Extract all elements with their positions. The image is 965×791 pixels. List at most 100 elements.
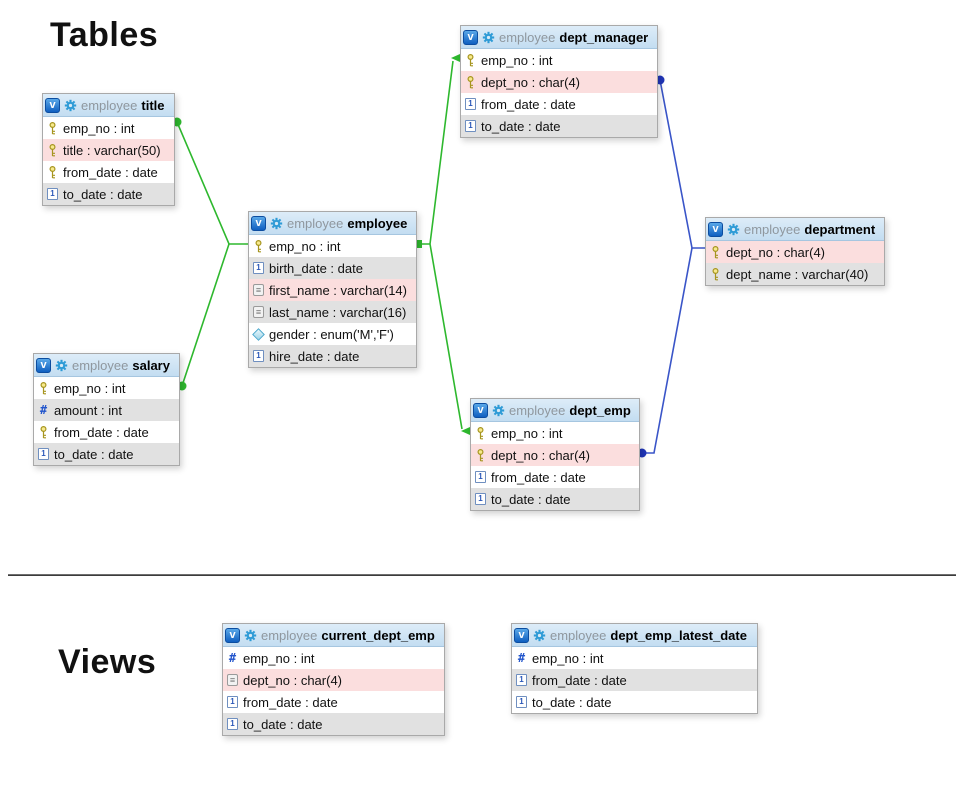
view-badge-icon: v <box>225 627 240 643</box>
column-row[interactable]: emp_no : int <box>471 422 639 444</box>
entity-name: current_dept_emp <box>321 627 435 643</box>
date-column-icon: 1 <box>252 262 265 274</box>
column-row[interactable]: #emp_no : int <box>512 647 757 669</box>
date-column-icon: 1 <box>515 696 528 708</box>
entity-name: dept_manager <box>559 29 649 45</box>
view-badge-icon: v <box>708 221 723 237</box>
view-badge-icon: v <box>45 97 60 113</box>
text-column-icon: ≡ <box>252 284 265 296</box>
green-arrow-endpoint <box>461 427 470 435</box>
schema-name: employee <box>499 29 556 45</box>
table-header[interactable]: v employee dept_emp <box>471 399 639 422</box>
column-row[interactable]: ≡dept_no : char(4) <box>223 669 444 691</box>
schema-name: employee <box>550 627 607 643</box>
views-section-heading: Views <box>58 643 157 681</box>
entity-name: title <box>141 97 165 113</box>
table-header[interactable]: v employee dept_manager <box>461 26 657 49</box>
column-row[interactable]: emp_no : int <box>43 117 174 139</box>
table-header[interactable]: v employee department <box>706 218 884 241</box>
numeric-column-icon: # <box>228 651 237 665</box>
gear-icon <box>270 217 283 230</box>
primary-key-icon <box>474 448 487 462</box>
entity-name: employee <box>347 215 408 231</box>
text-column-icon: ≡ <box>252 306 265 318</box>
entity-name: department <box>804 221 876 237</box>
column-row[interactable]: #amount : int <box>34 399 179 421</box>
primary-key-icon <box>709 245 722 259</box>
view-badge-icon: v <box>463 29 478 45</box>
numeric-column-icon: # <box>517 651 526 665</box>
column-row[interactable]: dept_no : char(4) <box>706 241 884 263</box>
gear-icon <box>533 629 546 642</box>
table-header[interactable]: v employee current_dept_emp <box>223 624 444 647</box>
view-current-dept-emp[interactable]: v employee current_dept_emp #emp_no : in… <box>222 623 445 736</box>
date-column-icon: 1 <box>515 674 528 686</box>
gear-icon <box>55 359 68 372</box>
column-row[interactable]: emp_no : int <box>34 377 179 399</box>
table-department[interactable]: v employee department dept_no : char(4) … <box>705 217 885 286</box>
table-title[interactable]: v employee title emp_no : int title : va… <box>42 93 175 206</box>
column-row[interactable]: emp_no : int <box>249 235 416 257</box>
column-row[interactable]: gender : enum('M','F') <box>249 323 416 345</box>
view-badge-icon: v <box>473 402 488 418</box>
primary-key-icon <box>37 381 50 395</box>
date-column-icon: 1 <box>226 696 239 708</box>
primary-key-icon <box>46 143 59 157</box>
primary-key-icon <box>252 239 265 253</box>
primary-key-icon <box>464 53 477 67</box>
numeric-column-icon: # <box>39 403 48 417</box>
column-row[interactable]: emp_no : int <box>461 49 657 71</box>
column-row[interactable]: from_date : date <box>34 421 179 443</box>
column-row[interactable]: #emp_no : int <box>223 647 444 669</box>
primary-key-icon <box>474 426 487 440</box>
table-header[interactable]: v employee salary <box>34 354 179 377</box>
view-dept-emp-latest-date[interactable]: v employee dept_emp_latest_date #emp_no … <box>511 623 758 714</box>
column-row[interactable]: dept_no : char(4) <box>471 444 639 466</box>
primary-key-icon <box>464 75 477 89</box>
table-dept-manager[interactable]: v employee dept_manager emp_no : int dep… <box>460 25 658 138</box>
table-header[interactable]: v employee title <box>43 94 174 117</box>
entity-name: dept_emp <box>569 402 631 418</box>
column-row[interactable]: dept_no : char(4) <box>461 71 657 93</box>
table-dept-emp[interactable]: v employee dept_emp emp_no : int dept_no… <box>470 398 640 511</box>
view-badge-icon: v <box>514 627 529 643</box>
column-row[interactable]: title : varchar(50) <box>43 139 174 161</box>
green-arrow-endpoint <box>451 54 460 62</box>
primary-key-icon <box>46 121 59 135</box>
view-badge-icon: v <box>36 357 51 373</box>
table-header[interactable]: v employee employee <box>249 212 416 235</box>
tables-section-heading: Tables <box>50 16 159 54</box>
gear-icon <box>244 629 257 642</box>
table-header[interactable]: v employee dept_emp_latest_date <box>512 624 757 647</box>
date-column-icon: 1 <box>464 120 477 132</box>
date-column-icon: 1 <box>46 188 59 200</box>
schema-name: employee <box>287 215 344 231</box>
text-column-icon: ≡ <box>226 674 239 686</box>
enum-column-icon <box>252 327 265 341</box>
table-salary[interactable]: v employee salary emp_no : int #amount :… <box>33 353 180 466</box>
column-row[interactable]: dept_name : varchar(40) <box>706 263 884 285</box>
schema-name: employee <box>261 627 318 643</box>
gear-icon <box>727 223 740 236</box>
primary-key-icon <box>37 425 50 439</box>
column-row[interactable]: from_date : date <box>43 161 174 183</box>
column-row[interactable]: ≡last_name : varchar(16) <box>249 301 416 323</box>
primary-key-icon <box>709 267 722 281</box>
date-column-icon: 1 <box>226 718 239 730</box>
entity-name: dept_emp_latest_date <box>610 627 747 643</box>
section-divider <box>8 574 956 576</box>
column-row[interactable]: ≡first_name : varchar(14) <box>249 279 416 301</box>
